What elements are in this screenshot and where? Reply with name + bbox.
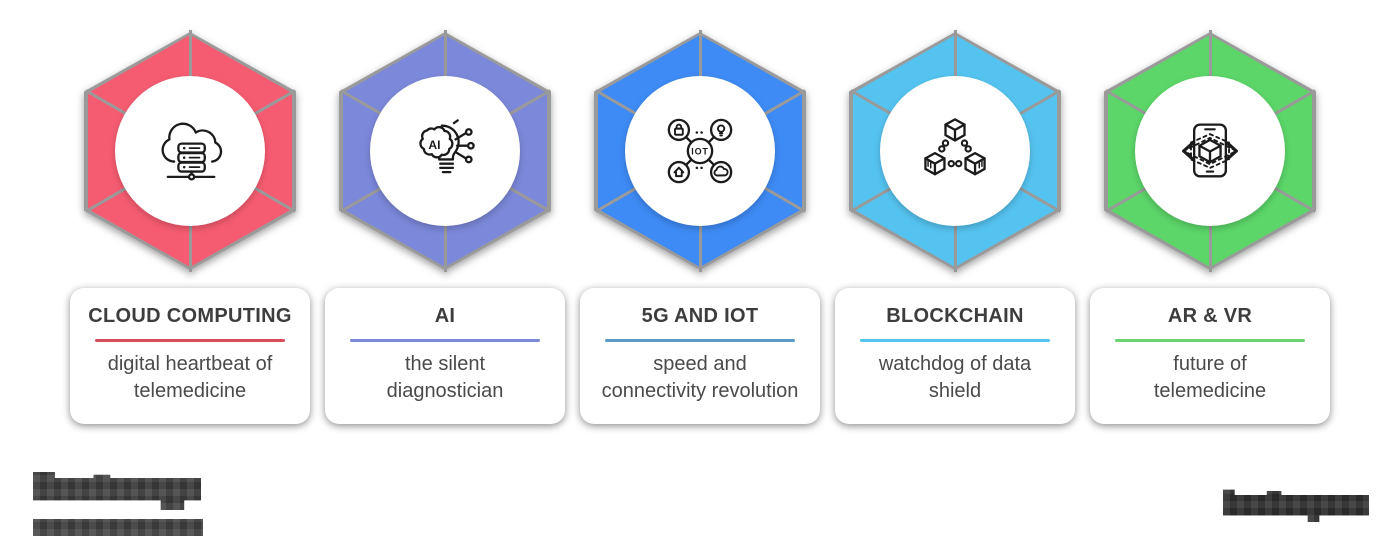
svg-text:AI: AI <box>428 138 440 152</box>
card-description: watchdog of data shield <box>878 352 1032 402</box>
icon-circle: AI <box>370 76 520 226</box>
card-title: AI <box>434 305 456 327</box>
icon-circle: IOT <box>625 76 775 226</box>
card-ar-vr: AR & VR future of telemedicine <box>1090 288 1330 424</box>
icon-circle <box>880 76 1030 226</box>
card-blockchain: BLOCKCHAIN watchdog of data shield <box>835 288 1075 424</box>
left-logo-watermark <box>33 472 201 510</box>
card-title: CLOUD COMPUTING <box>88 305 292 327</box>
left-logo-tagline-watermark <box>33 519 203 536</box>
icon-circle <box>1135 76 1285 226</box>
right-logo-watermark <box>1223 489 1369 522</box>
card-title: AR & VR <box>1167 305 1253 327</box>
card-accent-divider <box>350 339 540 342</box>
cloud-server-icon <box>161 122 223 181</box>
card-accent-divider <box>95 339 285 342</box>
card-description: speed and connectivity revolution <box>601 352 799 402</box>
hexagon-ai: AI <box>339 30 551 272</box>
card-cloud-computing: CLOUD COMPUTING digital heartbeat of tel… <box>70 288 310 424</box>
ai-lightbulb-icon: AI <box>419 119 475 174</box>
card-ai: AI the silent diagnostician <box>325 288 565 424</box>
card-description: the silent diagnostician <box>386 352 504 402</box>
hexagon-blockchain <box>849 30 1061 272</box>
card-title: BLOCKCHAIN <box>886 305 1024 327</box>
card-accent-divider <box>860 339 1050 342</box>
card-accent-divider <box>1115 339 1305 342</box>
ar-vr-phone-icon <box>1182 123 1238 178</box>
blockchain-cubes-icon <box>924 118 986 176</box>
card-title: 5G AND IOT <box>641 305 759 327</box>
card-description: future of telemedicine <box>1153 352 1267 402</box>
svg-text:IOT: IOT <box>691 146 708 156</box>
icon-circle <box>115 76 265 226</box>
hexagon-ar-vr <box>1104 30 1316 272</box>
card-accent-divider <box>605 339 795 342</box>
card-5g-iot: 5G AND IOT speed and connectivity revolu… <box>580 288 820 424</box>
card-description: digital heartbeat of telemedicine <box>107 352 273 402</box>
hexagon-5g-iot: IOT <box>594 30 806 272</box>
iot-network-icon: IOT <box>667 118 733 184</box>
hexagon-cloud-computing <box>84 30 296 272</box>
